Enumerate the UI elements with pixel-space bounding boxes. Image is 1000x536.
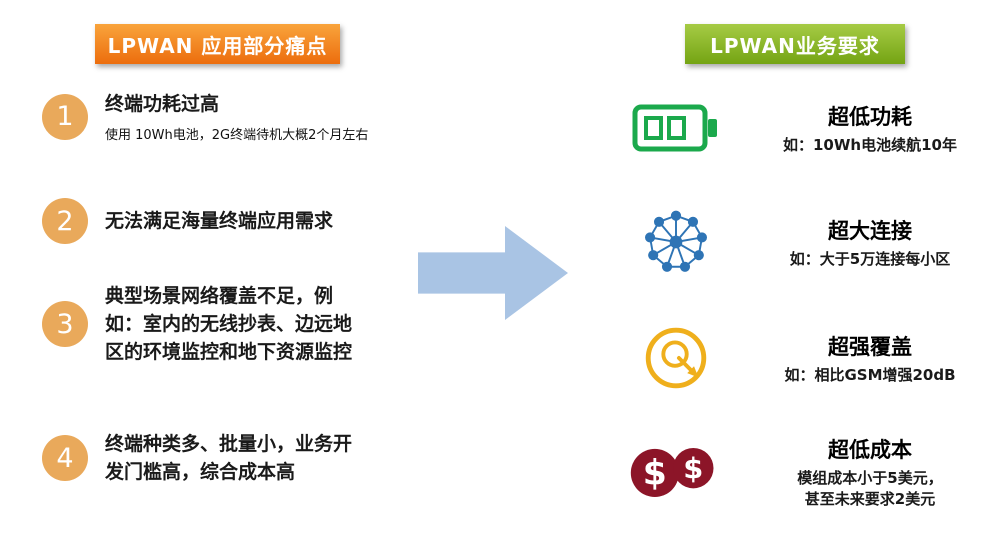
requirement-title: 超低成本 [828,438,912,462]
requirement-detail: 如：相比GSM增强20dB [784,365,956,384]
svg-text:$: $ [643,454,667,494]
pain-point-item-2: 2 无法满足海量终端应用需求 [42,198,333,244]
number-badge-2: 2 [42,198,88,244]
pain-point-text: 终端功耗过高 使用 10Wh电池，2G终端待机大概2个月左右 [105,90,368,143]
mesh-network-icon [612,203,740,281]
pain-point-item-4: 4 终端种类多、批量小，业务开发门槛高，综合成本高 [42,430,357,486]
number-badge-1: 1 [42,93,88,140]
pain-point-title: 终端种类多、批量小，业务开发门槛高，综合成本高 [105,433,353,483]
requirement-title: 超大连接 [828,218,912,243]
right-arrow-icon [418,226,568,320]
coverage-signal-icon [612,319,740,397]
pain-point-title: 无法满足海量终端应用需求 [105,210,334,232]
pain-point-detail: 使用 10Wh电池，2G终端待机大概2个月左右 [105,128,369,143]
requirement-item-3: 超强覆盖 如：相比GSM增强20dB [612,308,1000,408]
number-badge-4: 4 [42,435,88,481]
requirement-text: 超强覆盖 如：相比GSM增强20dB [740,331,1000,386]
requirement-item-4: $ $ 超低成本 模组成本小于5美元， 甚至未来要求2美元 [612,422,1000,522]
pain-point-title: 终端功耗过高 [105,93,220,115]
requirement-detail: 模组成本小于5美元， 甚至未来要求2美元 [797,469,943,508]
pain-point-text: 典型场景网络覆盖不足，例如：室内的无线抄表、边远地区的环境监控和地下资源监控 [105,282,357,366]
pain-point-text: 终端种类多、批量小，业务开发门槛高，综合成本高 [105,430,357,486]
pain-points-header: LPWAN 应用部分痛点 [95,24,340,64]
requirement-text: 超低成本 模组成本小于5美元， 甚至未来要求2美元 [740,434,1000,510]
requirement-item-2: 超大连接 如：大于5万连接每小区 [612,192,1000,292]
pain-point-title: 典型场景网络覆盖不足，例如：室内的无线抄表、边远地区的环境监控和地下资源监控 [105,285,353,363]
battery-icon [612,102,740,154]
dollar-cost-icon: $ $ [612,441,740,503]
requirement-detail: 如：大于5万连接每小区 [789,249,951,268]
requirement-title: 超低功耗 [828,104,912,129]
pain-point-text: 无法满足海量终端应用需求 [105,207,333,235]
pain-point-item-1: 1 终端功耗过高 使用 10Wh电池，2G终端待机大概2个月左右 [42,90,368,143]
requirement-item-1: 超低功耗 如：10Wh电池续航10年 [612,78,1000,178]
pain-point-item-3: 3 典型场景网络覆盖不足，例如：室内的无线抄表、边远地区的环境监控和地下资源监控 [42,282,357,366]
requirement-detail: 如：10Wh电池续航10年 [783,135,957,154]
number-badge-3: 3 [42,301,88,347]
requirement-title: 超强覆盖 [828,334,912,359]
svg-text:$: $ [683,451,703,485]
requirement-text: 超大连接 如：大于5万连接每小区 [740,215,1000,270]
requirement-text: 超低功耗 如：10Wh电池续航10年 [740,101,1000,156]
requirements-header: LPWAN业务要求 [685,24,905,64]
